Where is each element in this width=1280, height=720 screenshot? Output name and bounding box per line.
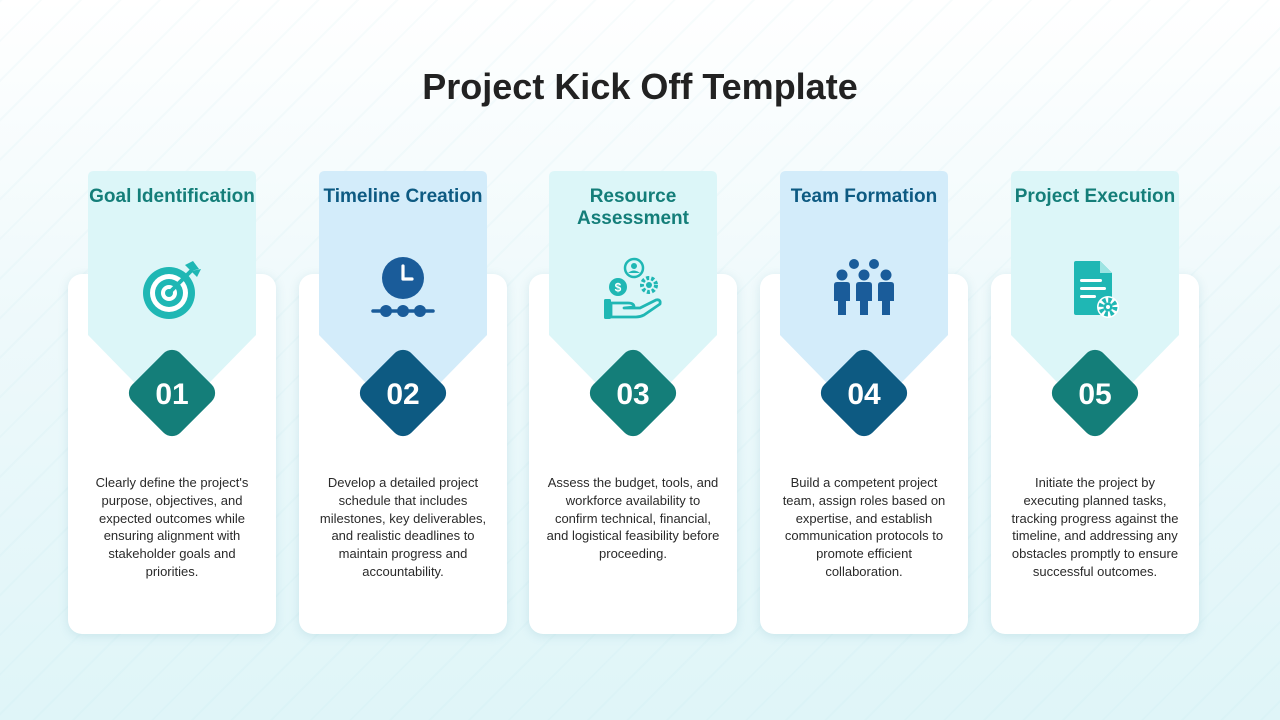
step-number: 03 bbox=[616, 378, 650, 411]
step-number: 05 bbox=[1078, 378, 1112, 411]
step-card-timeline-creation: Timeline Creation 02 Develop a detailed … bbox=[299, 171, 509, 635]
step-card-resource-assessment: Resource Assessment $ 03 Assess the budg… bbox=[529, 171, 739, 635]
step-heading: Team Formation bbox=[790, 186, 938, 207]
step-number: 04 bbox=[847, 378, 881, 411]
step-card-team-formation: Team Formation 04 Build a competent proj… bbox=[760, 171, 970, 635]
step-heading: Resource Assessment bbox=[577, 186, 689, 229]
step-banner bbox=[549, 171, 717, 421]
document-gear-icon bbox=[1062, 257, 1128, 323]
step-card-goal-identification: Goal Identification 01 Clearly define th… bbox=[68, 171, 278, 635]
svg-text:$: $ bbox=[615, 281, 622, 295]
step-card-project-execution: Project Execution 05 Initiate the projec… bbox=[991, 171, 1201, 635]
step-heading: Project Execution bbox=[1014, 186, 1176, 207]
step-description: Build a competent project team, assign r… bbox=[782, 475, 946, 579]
step-description: Develop a detailed project schedule that… bbox=[319, 475, 487, 579]
step-heading: Goal Identification bbox=[89, 186, 255, 207]
step-description: Assess the budget, tools, and workforce … bbox=[546, 475, 720, 562]
target-icon bbox=[139, 257, 205, 323]
team-icon bbox=[831, 257, 897, 323]
clock-timeline-icon bbox=[370, 257, 436, 323]
step-heading: Timeline Creation bbox=[323, 186, 483, 207]
step-number: 02 bbox=[386, 378, 420, 411]
step-description: Initiate the project by executing planne… bbox=[1011, 475, 1179, 579]
page-title: Project Kick Off Template bbox=[422, 66, 858, 107]
step-number: 01 bbox=[155, 378, 189, 411]
resource-hand-icon: $ bbox=[600, 257, 666, 323]
step-description: Clearly define the project's purpose, ob… bbox=[95, 475, 249, 579]
